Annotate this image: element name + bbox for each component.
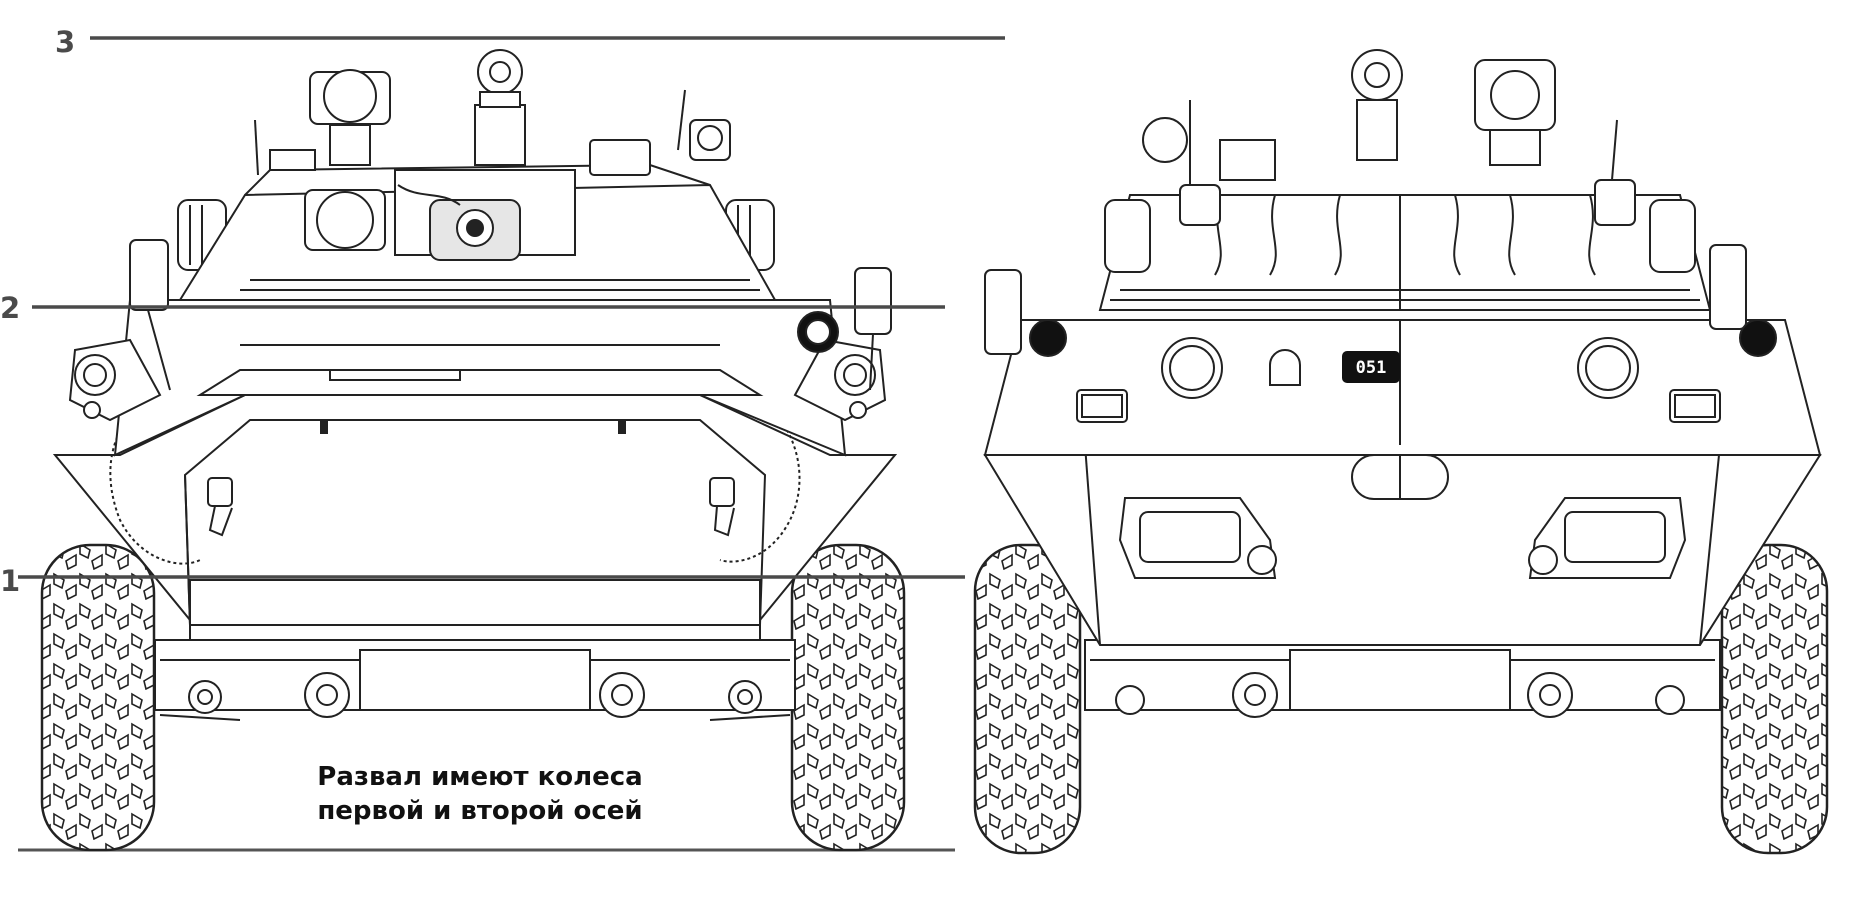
reference-line-1: 1 xyxy=(0,564,965,598)
front-periscope-sight xyxy=(474,49,526,166)
hull-number-plate: 051 xyxy=(1342,351,1400,383)
front-searchlight-upper xyxy=(309,69,391,166)
rear-suspension xyxy=(1084,593,1721,718)
rear-right-mirror xyxy=(1709,244,1747,330)
rear-left-mirror xyxy=(984,269,1022,355)
front-view xyxy=(18,49,955,852)
hull-number: 051 xyxy=(1356,358,1387,378)
front-right-mirror xyxy=(854,267,892,335)
left-headlight-pod xyxy=(68,338,162,422)
front-searchlight-lower xyxy=(304,189,386,251)
front-suspension xyxy=(154,639,796,721)
rear-smoke-launchers xyxy=(1104,199,1696,273)
reference-label-2: 2 xyxy=(0,291,20,325)
rear-upper-hull xyxy=(983,319,1822,456)
rear-access-hatches xyxy=(1118,454,1687,579)
reference-line-3: 3 xyxy=(55,25,1005,59)
front-right-spotlight xyxy=(689,119,731,161)
front-left-wheel xyxy=(40,543,156,852)
rear-right-wheel xyxy=(1720,543,1829,855)
rear-view: 051 xyxy=(973,49,1829,855)
rear-periscope-sight xyxy=(1351,49,1403,161)
rear-left-wheel xyxy=(973,543,1082,855)
right-headlight-pod xyxy=(793,338,887,422)
reference-lines: 3 2 1 xyxy=(0,25,1005,598)
caption-line-1: Развал имеют колеса xyxy=(317,762,643,792)
camber-caption: Развал имеют колеса первой и второй осей xyxy=(300,760,660,828)
reference-label-3: 3 xyxy=(55,25,75,59)
reference-label-1: 1 xyxy=(0,564,20,598)
rear-searchlight xyxy=(1474,59,1556,166)
front-left-mirror xyxy=(129,239,169,311)
rear-spotlight-left xyxy=(1142,117,1276,181)
caption-line-2: первой и второй осей xyxy=(317,796,643,826)
tow-hooks xyxy=(207,477,735,537)
reference-line-2: 2 xyxy=(0,291,945,325)
front-right-wheel xyxy=(790,543,906,852)
